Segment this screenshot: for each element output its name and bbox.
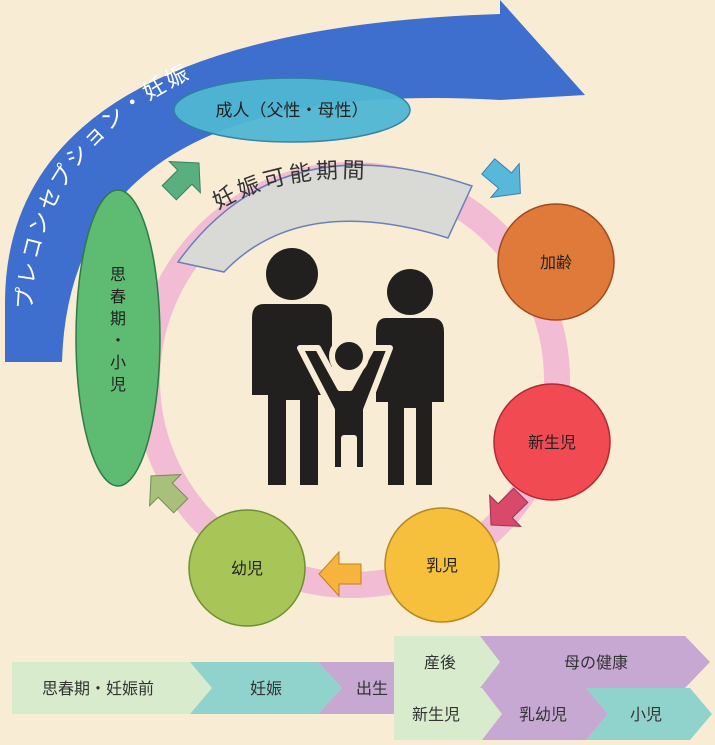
band-infant-toddler-label: 乳幼児 [519,705,567,724]
stage-infant: 乳児 [384,507,500,623]
aging-circle [497,203,615,321]
band-child [586,688,712,740]
aging-label: 加齢 [540,253,572,272]
infant-circle [384,507,500,623]
stage-newborn: 新生児 [493,383,611,501]
newborn-label: 新生児 [528,433,576,452]
toddler-label: 幼児 [231,559,263,578]
arrow-icon [149,474,189,514]
adolescence-char: 期 [110,309,126,328]
infant-label: 乳児 [426,556,458,575]
stage-toddler: 幼児 [188,509,306,627]
toddler-circle [188,509,306,627]
adult-label: 成人（父性・母性） [216,101,369,121]
band-pregnancy [190,662,342,714]
stage-adult: 成人（父性・母性） [173,77,411,143]
adolescence-char: ・ [110,331,126,350]
adolescence-char: 思 [110,265,126,284]
band-newborn [394,688,502,740]
fertile-period-shape [176,164,474,273]
band-postpartum-label: 産後 [424,653,456,672]
band-child-label: 小児 [630,705,662,724]
family-icon [252,248,444,485]
band-newborn-label: 新生児 [412,705,460,724]
stage-adolescence: 思 春 期 ・ 小 児 [75,189,161,487]
arrow-icon [161,161,201,201]
arrow-icon [489,487,529,527]
band-pre-pregnancy-label: 思春期・妊娠前 [42,679,154,698]
band-pre-pregnancy [12,662,212,714]
band-maternal-health-label: 母の健康 [564,653,628,672]
adult-ellipse [173,77,411,143]
adolescence-char: 児 [110,375,126,394]
stage-aging: 加齢 [497,203,615,321]
arrow-icon [481,158,521,199]
band-postpartum [394,636,500,688]
adolescence-char: 小 [110,353,126,372]
adolescence-ellipse [75,189,161,487]
band-maternal-health [480,636,710,688]
fertile-period-banner: 妊娠可能期間 [176,159,474,273]
adolescence-char: 春 [110,287,126,306]
timeline-bands: 思春期・妊娠前 妊娠 出生 産後 母の健康 新生児 乳幼児 小児 [12,636,712,740]
band-pregnancy-label: 妊娠 [250,679,282,698]
band-birth-label: 出生 [356,679,388,698]
arc-arrow-shape [5,0,585,362]
newborn-circle [493,383,611,501]
band-infant-toddler [482,688,608,740]
arrow-icon [318,550,362,598]
cycle-arrows [149,158,529,598]
